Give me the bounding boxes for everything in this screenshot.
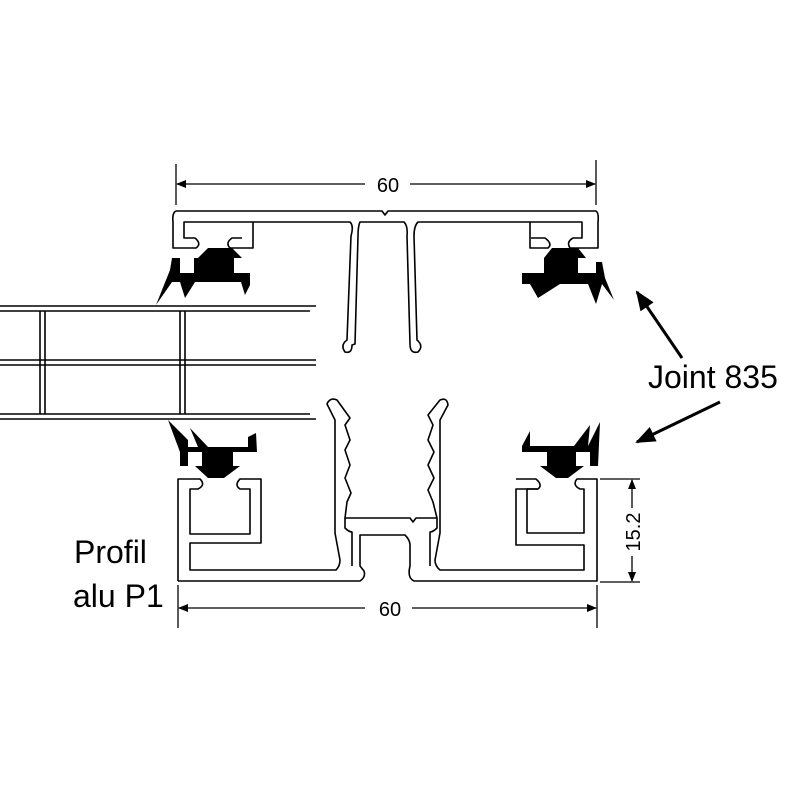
height-dimension: 15.2	[600, 478, 645, 583]
gasket-label: Joint 835	[648, 359, 778, 395]
polycarbonate-panel	[0, 305, 316, 420]
bottom-dimension: 60	[177, 585, 598, 628]
bottom-dimension-label: 60	[379, 599, 401, 621]
gasket-callout: Joint 835	[635, 290, 778, 444]
top-cap-profile	[172, 210, 600, 354]
profile-label-line2: alu P1	[73, 578, 164, 614]
profile-callout: Profil alu P1	[73, 534, 164, 614]
profile-label-line1: Profil	[74, 534, 147, 570]
gasket-top-right	[522, 248, 614, 304]
gasket-bottom-right	[522, 422, 600, 478]
height-dimension-label: 15.2	[623, 513, 645, 552]
top-dimension-label: 60	[377, 175, 399, 197]
top-dimension: 60	[175, 160, 597, 205]
gasket-bottom-left	[168, 420, 257, 478]
base-profile	[177, 398, 598, 582]
gasket-top-left	[156, 248, 250, 305]
